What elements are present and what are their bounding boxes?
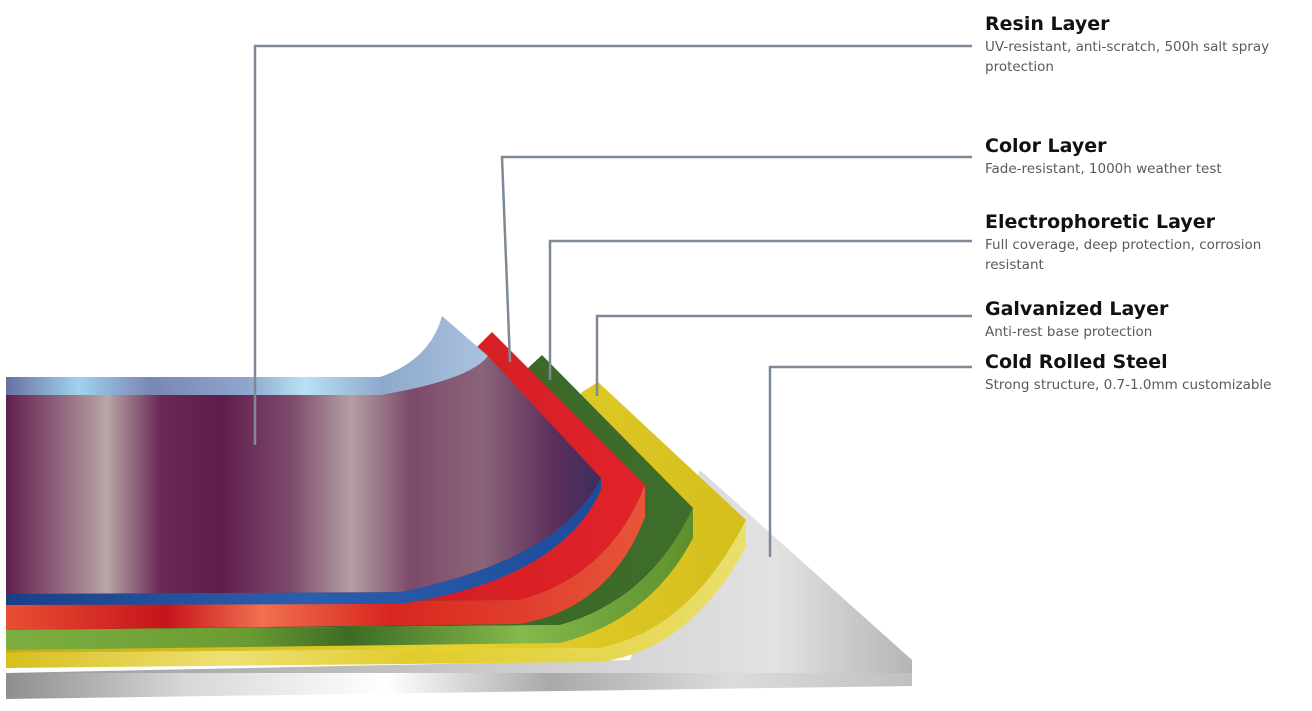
electrophoretic-layer-description: Full coverage, deep protection, corrosio… (985, 237, 1262, 273)
leader-line-color (500, 155, 972, 363)
electrophoretic-layer-title: Electrophoretic Layer (985, 211, 1216, 233)
resin-layer-title: Resin Layer (985, 13, 1110, 35)
leader-line-electrophoretic (548, 239, 972, 380)
leader-line-steel (768, 365, 972, 557)
cold-rolled-steel-title: Cold Rolled Steel (985, 351, 1168, 373)
resin-layer (6, 316, 601, 594)
color-layer-title: Color Layer (985, 135, 1107, 157)
galvanized-layer-description: Anti-rest base protection (985, 324, 1153, 340)
color-layer-label: Color Layer Fade-resistant, 1000h weathe… (985, 134, 1307, 179)
galvanized-layer-title: Galvanized Layer (985, 298, 1169, 320)
cold-rolled-steel-label: Cold Rolled Steel Strong structure, 0.7-… (985, 350, 1307, 395)
cold-rolled-steel-description: Strong structure, 0.7-1.0mm customizable (985, 377, 1272, 393)
leader-line-galvanized (595, 314, 972, 396)
electrophoretic-layer-label: Electrophoretic Layer Full coverage, dee… (985, 210, 1307, 275)
galvanized-layer-label: Galvanized Layer Anti-rest base protecti… (985, 297, 1307, 342)
resin-layer-description: UV-resistant, anti-scratch, 500h salt sp… (985, 39, 1270, 75)
resin-layer-label: Resin Layer UV-resistant, anti-scratch, … (985, 12, 1307, 77)
color-layer-description: Fade-resistant, 1000h weather test (985, 161, 1222, 177)
leader-line-resin (253, 44, 972, 445)
leader-lines (253, 44, 972, 557)
